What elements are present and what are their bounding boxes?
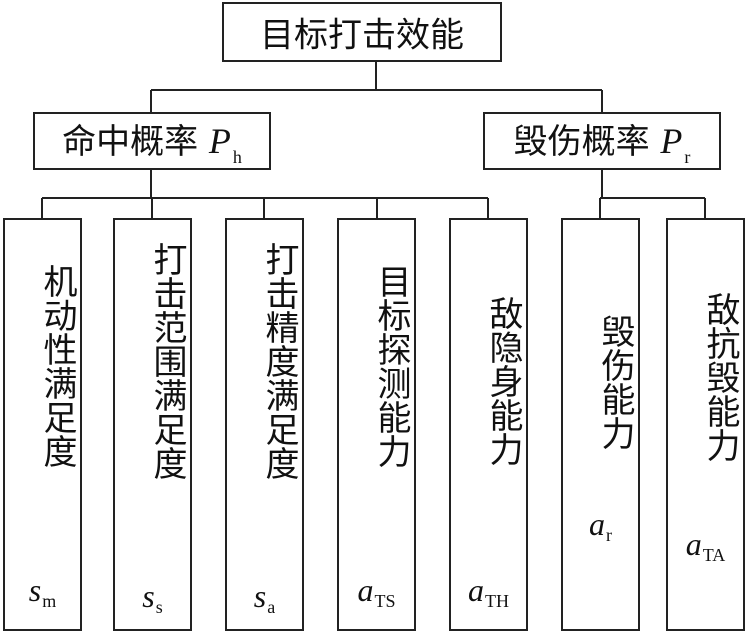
leaf-label: 打击范围满足度 bbox=[147, 242, 187, 480]
leaf-symbol: ar bbox=[589, 506, 612, 545]
leaf-symbol: aTA bbox=[685, 526, 726, 565]
leaf-node-strike-precision: 打击精度满足度 sa bbox=[225, 218, 304, 631]
root-node-label: 目标打击效能 bbox=[260, 15, 464, 56]
leaf-node-target-detection: 目标探测能力 aTS bbox=[337, 218, 416, 631]
leaf-label: 打击精度满足度 bbox=[259, 242, 299, 480]
leaf-symbol: aTS bbox=[357, 572, 396, 611]
leaf-node-enemy-damage-resistance: 敌抗毁能力 aTA bbox=[666, 218, 745, 631]
hit-probability-label: 命中概率 bbox=[62, 122, 199, 162]
leaf-node-strike-range: 打击范围满足度 ss bbox=[113, 218, 192, 631]
leaf-node-damage-capability: 毁伤能力 ar bbox=[561, 218, 640, 631]
root-node: 目标打击效能 bbox=[222, 2, 502, 62]
leaf-label: 机动性满足度 bbox=[37, 264, 77, 468]
leaf-label: 毁伤能力 bbox=[595, 314, 635, 450]
leaf-symbol: sm bbox=[28, 572, 57, 611]
damage-probability-label: 毁伤概率 bbox=[513, 122, 650, 162]
leaf-label: 敌隐身能力 bbox=[483, 296, 523, 466]
leaf-label: 敌抗毁能力 bbox=[700, 292, 740, 462]
leaf-node-mobility: 机动性满足度 sm bbox=[3, 218, 82, 631]
leaf-label: 目标探测能力 bbox=[371, 264, 411, 468]
leaf-symbol: aTH bbox=[468, 572, 509, 611]
leaf-symbol: ss bbox=[142, 578, 163, 617]
leaf-node-enemy-stealth: 敌隐身能力 aTH bbox=[449, 218, 528, 631]
leaf-symbol: sa bbox=[253, 578, 276, 617]
